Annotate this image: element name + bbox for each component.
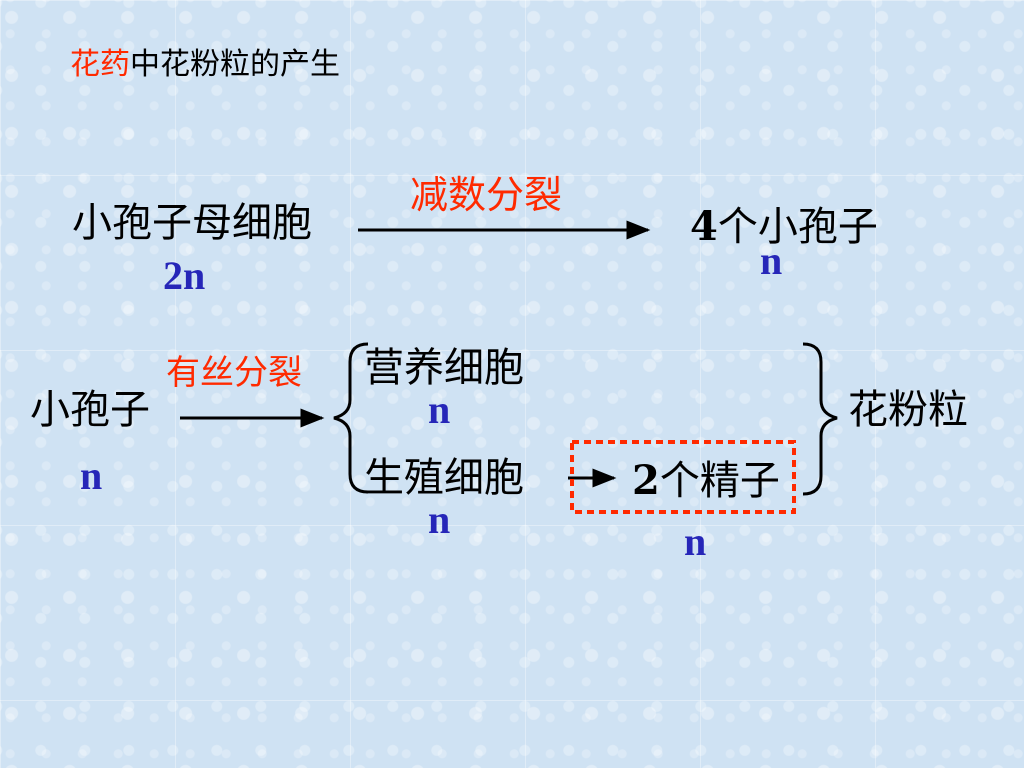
pollen-grain-label: 花粉粒 <box>848 387 968 433</box>
two-sperms-ploidy: n <box>684 519 707 564</box>
title-rest: 中花粉粒的产生 <box>130 47 340 82</box>
two-sperms-label: 2个精子 <box>632 458 780 504</box>
two-sperms-name: 个精子 <box>659 458 780 504</box>
microspore-ploidy: n <box>80 453 103 498</box>
title-highlight: 花药 <box>70 47 130 82</box>
left-brace <box>333 342 369 494</box>
generative-cell-label: 生殖细胞 <box>364 455 524 501</box>
generative-cell-ploidy: n <box>428 497 451 542</box>
four-microspores-count: 4 <box>690 203 718 250</box>
mitosis-label: 有丝分裂 <box>166 353 302 393</box>
microspore-mother-cell-ploidy: 2n <box>163 253 206 298</box>
four-microspores-ploidy: n <box>760 238 783 283</box>
page-title: 花药中花粉粒的产生 <box>70 50 340 80</box>
two-sperms-count: 2 <box>632 457 660 504</box>
meiosis-label: 减数分裂 <box>410 173 563 217</box>
right-brace <box>802 342 838 496</box>
vegetative-cell-ploidy: n <box>428 387 451 432</box>
four-microspores-name: 个小孢子 <box>717 204 878 250</box>
microspore-mother-cell-label: 小孢子母细胞 <box>72 200 312 246</box>
sperm-highlight-box <box>570 440 796 514</box>
vegetative-cell-label: 营养细胞 <box>364 345 524 391</box>
four-microspores-label: 4个小孢子 <box>690 204 878 250</box>
microspore-label: 小孢子 <box>30 387 150 433</box>
